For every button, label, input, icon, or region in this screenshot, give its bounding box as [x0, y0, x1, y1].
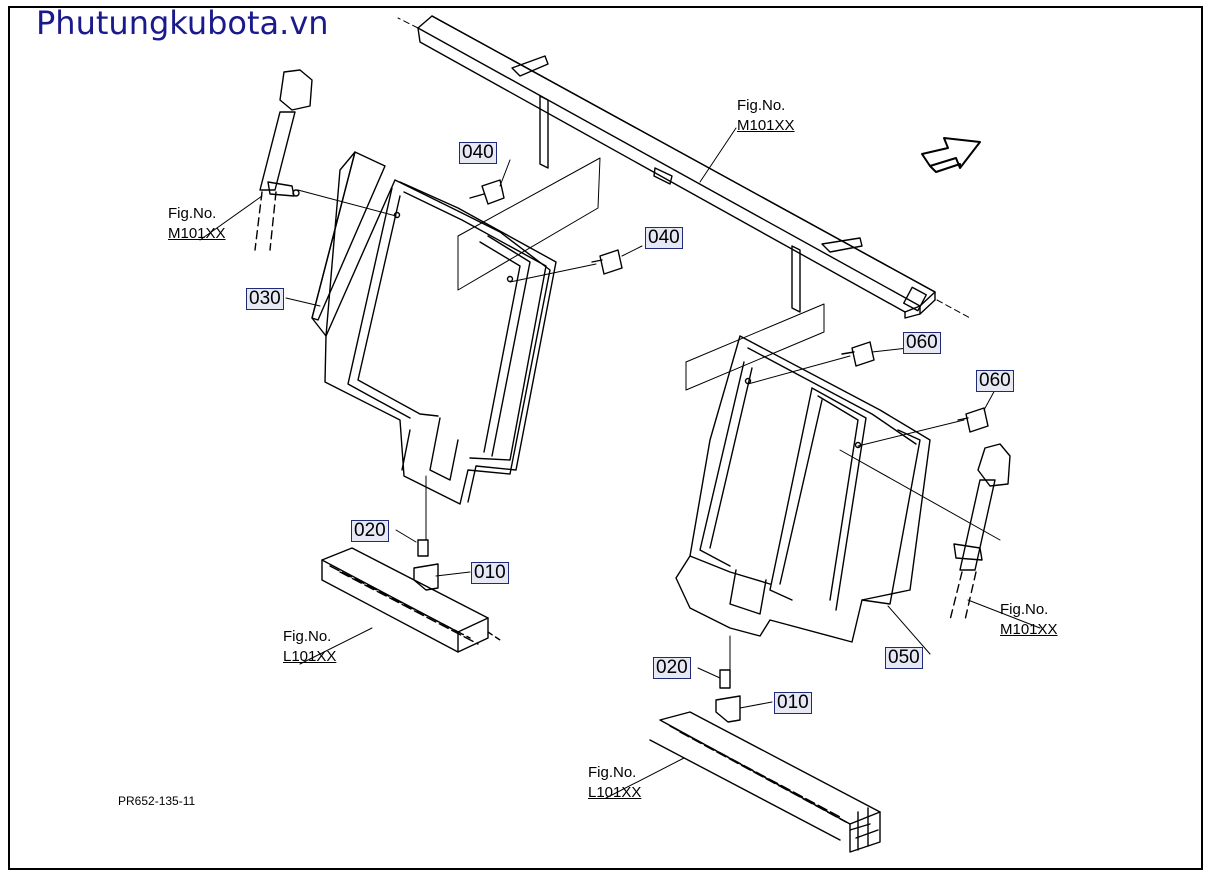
cross-beam: [417, 15, 936, 319]
figure-ref-right-rail[interactable]: Fig.No. L101XX: [588, 763, 641, 803]
knob-060-a: [841, 341, 875, 367]
right-panel: [675, 335, 931, 643]
right-rail: [649, 669, 881, 853]
part-tag-040-lower[interactable]: 040: [645, 227, 683, 249]
figure-ref-number: L101XX: [283, 648, 337, 665]
knob-040-b: [591, 249, 623, 275]
figure-ref-cross-beam[interactable]: Fig.No. M101XX: [737, 96, 795, 136]
knob-040-a: [469, 179, 505, 205]
knob-060-b: [957, 407, 989, 433]
left-panel: [311, 151, 557, 505]
figure-ref-left-rail[interactable]: Fig.No. L101XX: [283, 627, 336, 667]
part-tag-050[interactable]: 050: [885, 647, 923, 669]
part-tag-010-right[interactable]: 010: [774, 692, 812, 714]
left-post: [254, 69, 313, 251]
drawing-number: PR652-135-11: [118, 794, 196, 808]
part-tag-020-right[interactable]: 020: [653, 657, 691, 679]
figure-ref-right-post[interactable]: Fig.No. M101XX: [1000, 600, 1058, 640]
figure-ref-left-post[interactable]: Fig.No. M101XX: [168, 204, 226, 244]
left-rail: [321, 539, 501, 653]
figure-ref-number: M101XX: [1000, 621, 1058, 638]
figure-ref-label: Fig.No.: [283, 628, 332, 645]
figure-ref-label: Fig.No.: [1000, 601, 1049, 618]
part-tag-060-upper[interactable]: 060: [903, 332, 941, 354]
part-tag-040-upper[interactable]: 040: [459, 142, 497, 164]
figure-ref-number: M101XX: [168, 225, 226, 242]
direction-arrow-icon: [921, 137, 981, 173]
part-tag-030[interactable]: 030: [246, 288, 284, 310]
figure-ref-label: Fig.No.: [588, 764, 637, 781]
figure-ref-label: Fig.No.: [168, 205, 217, 222]
figure-ref-label: Fig.No.: [737, 97, 786, 114]
figure-ref-number: M101XX: [737, 117, 795, 134]
figure-ref-number: L101XX: [588, 784, 642, 801]
part-tag-020-left[interactable]: 020: [351, 520, 389, 542]
part-tag-010-left[interactable]: 010: [471, 562, 509, 584]
part-tag-060-lower[interactable]: 060: [976, 370, 1014, 392]
diagram-border: [8, 6, 1203, 870]
right-post: [949, 443, 1011, 621]
watermark: Phutungkubota.vn: [36, 4, 329, 42]
